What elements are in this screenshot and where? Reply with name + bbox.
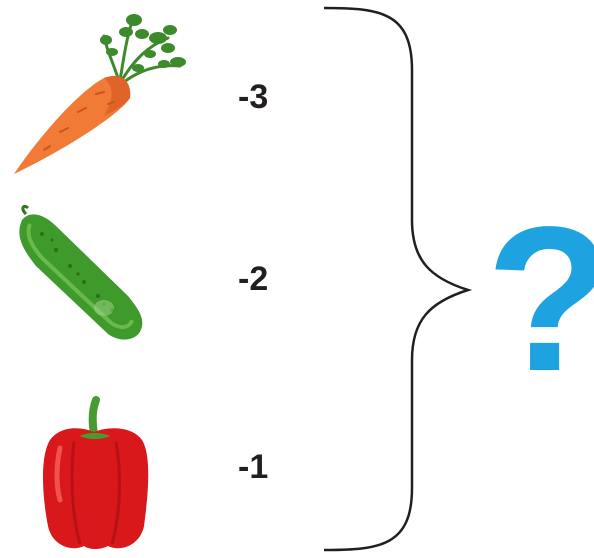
pepper-value: -1 [238, 450, 268, 484]
carrot-icon [8, 8, 188, 178]
cucumber-icon [12, 204, 152, 344]
cucumber-value: -2 [238, 262, 268, 296]
bell-pepper-icon [40, 396, 152, 552]
item-row-pepper: -1 [0, 390, 300, 558]
question-mark: ? [486, 196, 594, 402]
carrot-value: -3 [238, 80, 268, 114]
curly-brace [320, 0, 480, 558]
item-row-cucumber: -2 [0, 190, 300, 360]
item-row-carrot: -3 [0, 0, 300, 180]
